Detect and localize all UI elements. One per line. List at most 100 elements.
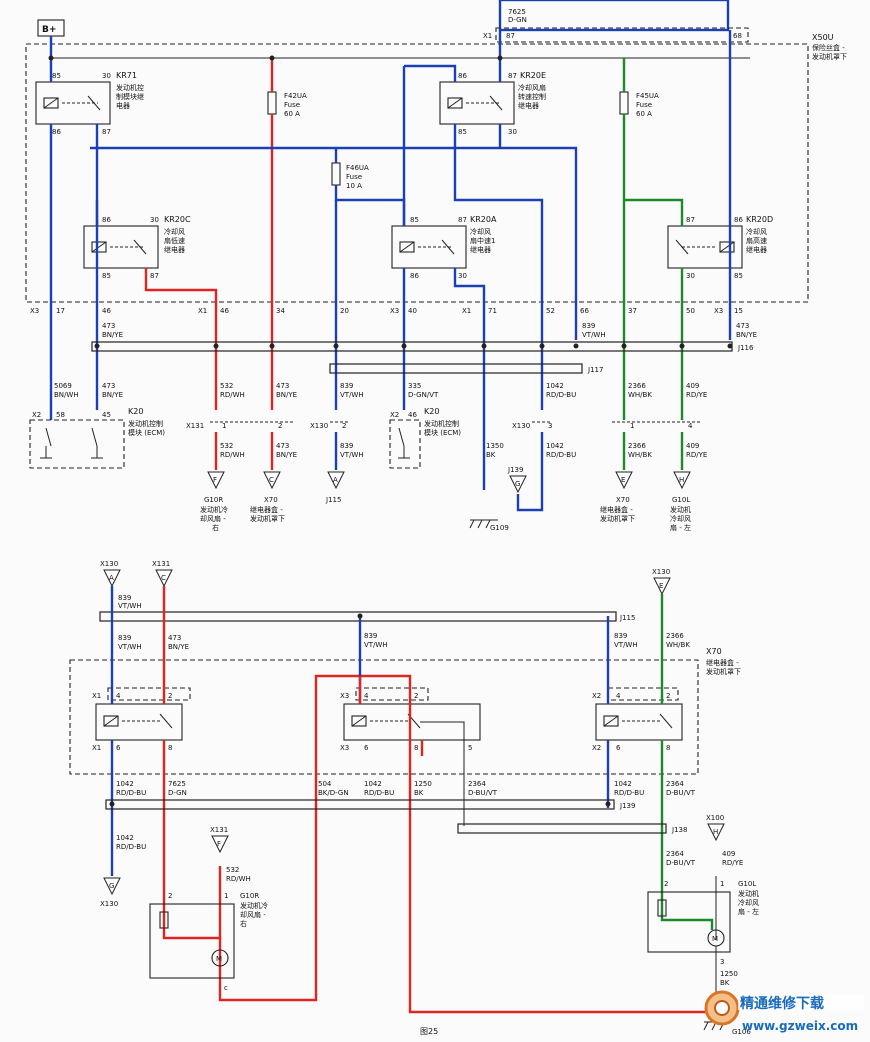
svg-text:1042: 1042 (116, 834, 134, 842)
svg-text:发动机控: 发动机控 (116, 83, 144, 92)
svg-text:BN/YE: BN/YE (102, 331, 123, 339)
svg-text:却风扇 -: 却风扇 - (240, 910, 266, 919)
svg-text:X130: X130 (100, 900, 118, 908)
svg-text:8: 8 (414, 744, 418, 752)
svg-text:2366: 2366 (666, 632, 684, 640)
svg-text:E: E (659, 582, 663, 590)
svg-text:继电器: 继电器 (746, 245, 767, 254)
kr71-coil (43, 97, 59, 109)
svg-text:BK: BK (720, 979, 730, 987)
svg-text:46: 46 (220, 307, 229, 315)
svg-text:30: 30 (150, 216, 159, 224)
svg-text:839: 839 (364, 632, 377, 640)
k20-ecm-b (389, 419, 421, 469)
svg-text:5069: 5069 (54, 382, 72, 390)
svg-text:335: 335 (408, 382, 421, 390)
svg-text:X100: X100 (706, 814, 724, 822)
svg-text:2364: 2364 (468, 780, 486, 788)
svg-text:30: 30 (508, 128, 517, 136)
g10l-fan-motor (647, 891, 731, 953)
svg-text:87: 87 (102, 128, 111, 136)
svg-text:71: 71 (488, 307, 497, 315)
svg-text:473: 473 (102, 322, 115, 330)
svg-text:扇中速1: 扇中速1 (470, 236, 495, 245)
svg-text:发动机冷: 发动机冷 (240, 901, 268, 910)
svg-text:Fuse: Fuse (346, 173, 362, 181)
svg-text:30: 30 (458, 272, 467, 280)
svg-text:34: 34 (276, 307, 285, 315)
svg-text:J116: J116 (737, 344, 754, 352)
svg-text:F: F (217, 840, 221, 848)
svg-text:继电器盒 -: 继电器盒 - (706, 658, 739, 667)
relay-3-bottom (595, 703, 683, 741)
svg-text:20: 20 (340, 307, 349, 315)
svg-text:Fuse: Fuse (636, 101, 652, 109)
svg-text:X1: X1 (92, 692, 101, 700)
svg-text:C: C (161, 574, 166, 582)
svg-text:4: 4 (116, 692, 121, 700)
svg-text:D-BU/VT: D-BU/VT (666, 859, 696, 867)
svg-text:J117: J117 (587, 366, 603, 374)
svg-text:X130: X130 (100, 560, 118, 568)
svg-text:532: 532 (220, 382, 233, 390)
j138-splice (457, 823, 667, 834)
svg-text:50: 50 (686, 307, 695, 315)
svg-text:D-GN/VT: D-GN/VT (408, 391, 439, 399)
svg-text:A: A (109, 574, 114, 582)
svg-text:X131: X131 (210, 826, 228, 834)
svg-text:2: 2 (414, 692, 418, 700)
kr20d-relay (667, 225, 743, 269)
svg-text:85: 85 (102, 272, 111, 280)
svg-text:X1: X1 (92, 744, 101, 752)
svg-text:冷却风扇: 冷却风扇 (518, 83, 546, 92)
svg-text:RD/YE: RD/YE (686, 391, 707, 399)
svg-text:409: 409 (686, 382, 699, 390)
svg-text:839: 839 (614, 632, 627, 640)
svg-text:37: 37 (628, 307, 637, 315)
svg-text:J139: J139 (507, 466, 523, 474)
svg-text:继电器: 继电器 (164, 245, 185, 254)
svg-text:冷却风: 冷却风 (164, 227, 185, 236)
svg-text:G10L: G10L (738, 880, 756, 888)
j116-splice (91, 341, 733, 352)
svg-text:30: 30 (686, 272, 695, 280)
svg-text:1042: 1042 (546, 442, 564, 450)
svg-text:冷却风: 冷却风 (746, 227, 767, 236)
svg-text:RD/D-BU: RD/D-BU (116, 789, 146, 797)
svg-text:X3: X3 (714, 307, 723, 315)
svg-text:发动机: 发动机 (670, 505, 691, 514)
svg-text:X130: X130 (512, 422, 530, 430)
svg-text:右: 右 (212, 523, 219, 532)
svg-text:10 A: 10 A (346, 182, 362, 190)
svg-text:86: 86 (458, 72, 467, 80)
svg-text:2: 2 (168, 692, 172, 700)
svg-text:VT/WH: VT/WH (340, 451, 364, 459)
svg-text:扇 - 左: 扇 - 左 (738, 907, 759, 916)
svg-text:X2: X2 (390, 411, 399, 419)
svg-text:X70: X70 (706, 647, 722, 656)
svg-text:BK: BK (414, 789, 424, 797)
svg-text:46: 46 (408, 411, 417, 419)
svg-text:D-GN: D-GN (168, 789, 187, 797)
svg-text:RD/WH: RD/WH (220, 451, 245, 459)
svg-text:2: 2 (168, 892, 172, 900)
x50u-desc1: 保险丝盒 - (812, 43, 845, 52)
svg-text:86: 86 (52, 128, 61, 136)
svg-text:1: 1 (720, 880, 724, 888)
svg-text:86: 86 (410, 272, 419, 280)
pin-87-top: 87 (506, 32, 515, 40)
svg-text:87: 87 (686, 216, 695, 224)
svg-text:模块 (ECM): 模块 (ECM) (128, 428, 165, 437)
j139-splice (105, 799, 615, 810)
svg-text:6: 6 (364, 744, 369, 752)
svg-text:E: E (621, 476, 625, 484)
battery-label: B+ (42, 25, 56, 35)
svg-text:A: A (333, 476, 338, 484)
svg-text:K20: K20 (424, 407, 439, 416)
svg-text:839: 839 (118, 634, 131, 642)
svg-text:8: 8 (666, 744, 670, 752)
svg-text:D-BU/VT: D-BU/VT (468, 789, 498, 797)
svg-text:冷却风: 冷却风 (470, 227, 491, 236)
